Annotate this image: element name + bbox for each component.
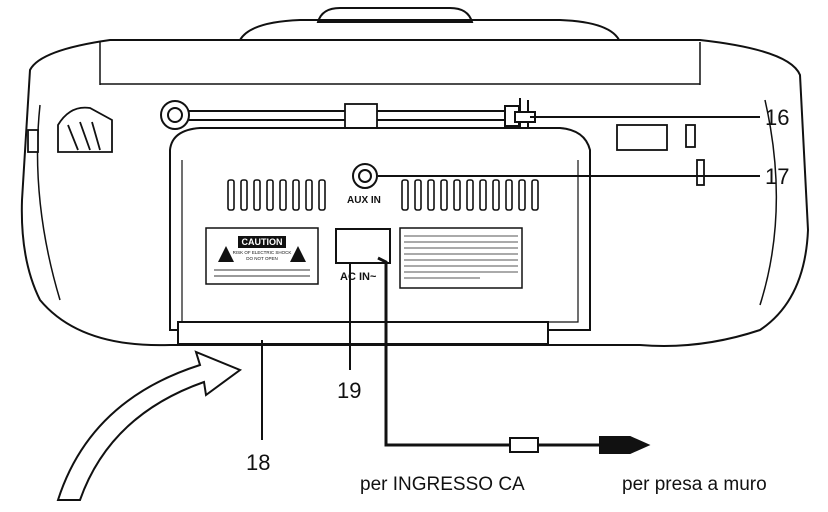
vent-slots-left xyxy=(227,179,326,211)
vent-slots-right xyxy=(401,179,539,211)
callout-19: 19 xyxy=(337,378,361,403)
callout-18: 18 xyxy=(246,450,270,475)
aux-in-label: AUX IN xyxy=(347,195,381,206)
caution-label: CAUTION RISK OF ELECTRIC SHOCK DO NOT OP… xyxy=(205,227,319,285)
ac-in-socket xyxy=(335,228,391,264)
regulatory-label xyxy=(399,227,523,289)
caption-wall-outlet: per presa a muro xyxy=(622,474,767,495)
warning-triangle-icon xyxy=(290,246,306,262)
battery-compartment xyxy=(177,321,549,345)
caption-ac-input: per INGRESSO CA xyxy=(360,474,525,495)
callout-lines xyxy=(261,116,760,440)
power-cord xyxy=(377,256,510,447)
callout-16: 16 xyxy=(765,105,789,130)
caution-line1: RISK OF ELECTRIC SHOCK xyxy=(233,250,292,255)
caution-line2: DO NOT OPEN xyxy=(246,256,277,261)
callout-17: 17 xyxy=(765,164,789,189)
ac-in-label: AC IN~ xyxy=(340,271,377,283)
warning-triangle-icon xyxy=(218,246,234,262)
right-side-details xyxy=(616,124,705,186)
power-plug-icon xyxy=(509,436,651,454)
carry-handle xyxy=(239,7,621,43)
caution-title: CAUTION xyxy=(242,237,283,247)
aux-in-jack xyxy=(352,163,378,189)
curved-arrow-icon xyxy=(56,350,243,501)
left-side-details xyxy=(27,106,113,153)
